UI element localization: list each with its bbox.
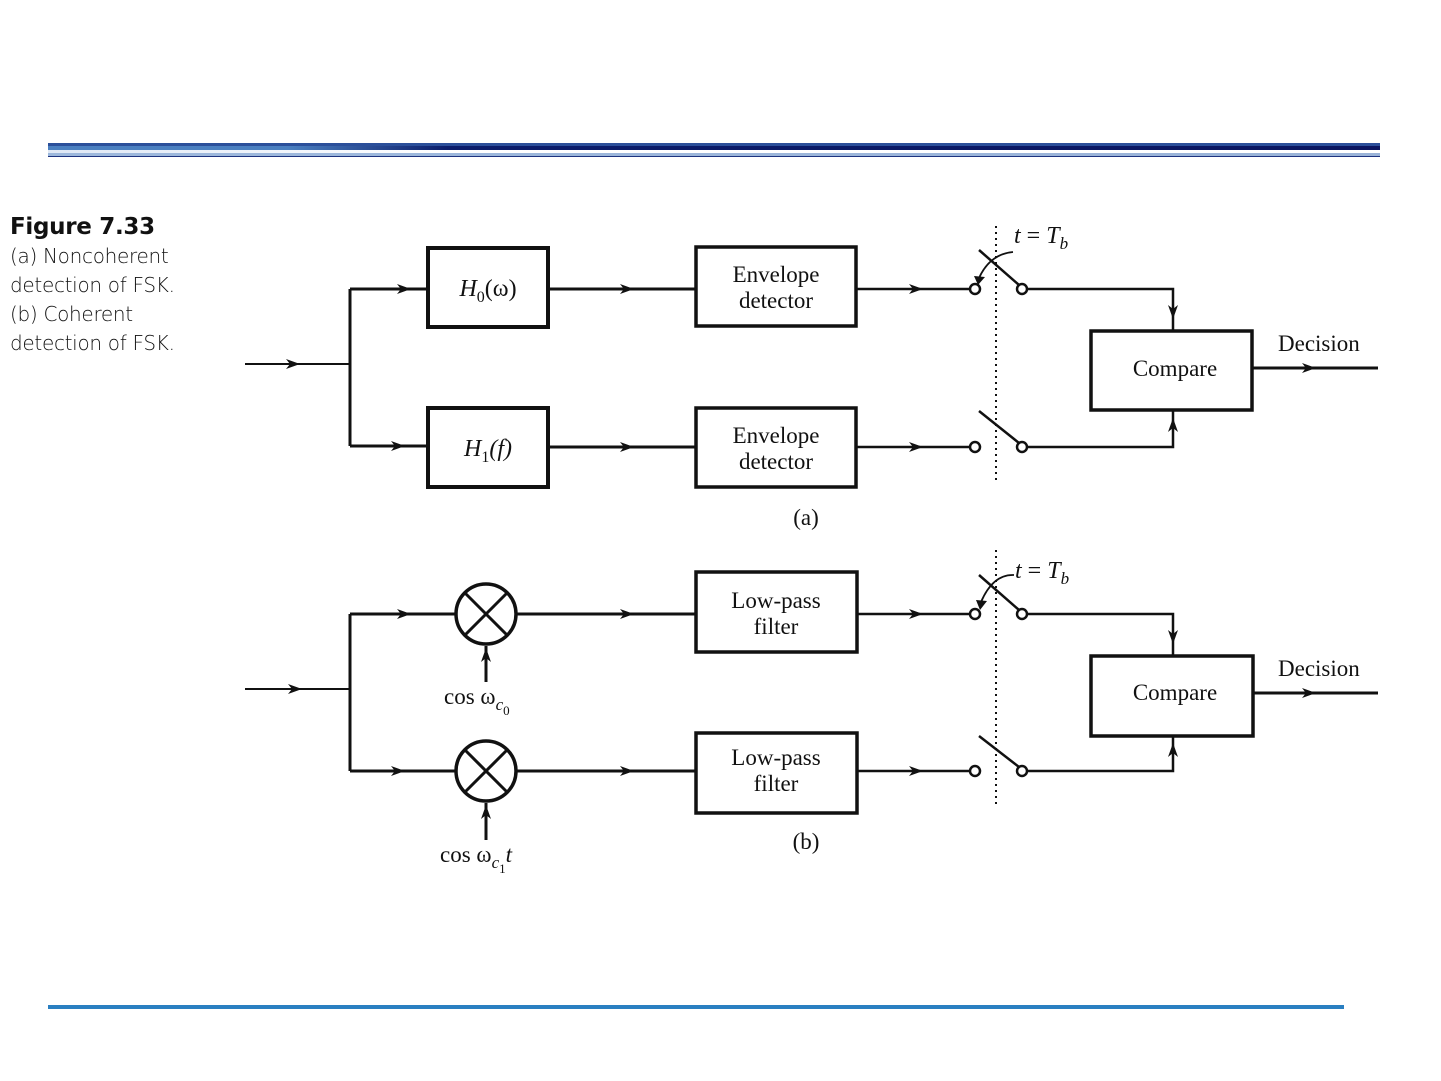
arrow-head [909,609,923,619]
lowpass-filter-bottom [694,731,859,815]
figure-caption: Figure 7.33 (a) Noncoherent detection of… [10,213,175,358]
figure-title: Figure 7.33 [10,214,155,240]
arrow-head [1168,418,1178,432]
arrow-head [620,766,634,776]
sampling-switch-bottom-b [968,735,1029,778]
arrow-head [909,442,923,452]
caption-line: detection of FSK. [10,273,175,297]
sampling-time-label-b: t = Tb [1015,558,1069,588]
caption-line: detection of FSK. [10,331,175,355]
compare-label-a: Compare [1133,356,1217,381]
filter-h0-block [426,246,550,329]
arrow-head [1168,630,1178,644]
arrow-head [397,284,411,294]
arrow-head [909,284,923,294]
wire [1027,612,1175,655]
footer-rule [48,1005,1344,1009]
multiplier-top [454,582,518,646]
decision-label-b: Decision [1278,656,1360,681]
arrow-head [286,359,300,369]
arrow-head [620,284,634,294]
compare-block-b [1089,654,1255,738]
arrow-head [1302,363,1316,373]
arrow-head [397,609,411,619]
compare-block-a [1089,329,1254,412]
lowpass-filter-bottom-line1: Low-pass [731,745,820,770]
lowpass-filter-top-line1: Low-pass [731,588,820,613]
caption-line: (b) Coherent [10,302,133,326]
sampling-switch-top-b [968,574,1029,621]
lowpass-filter-top-line2: filter [754,614,799,639]
envelope-detector-bottom-line1: Envelope [733,423,820,448]
envelope-detector-top-line2: detector [739,288,813,313]
multiplier-bottom [454,739,518,803]
wire [1027,287,1175,330]
oscillator-top-label: cos ωc0 [444,684,510,718]
arrow-head [1168,305,1178,319]
wire [1027,735,1175,773]
arrow-head [481,648,491,662]
filter-h1-block [426,406,550,489]
subfigure-label-a: (a) [793,505,819,530]
arrow-head [620,442,634,452]
compare-label-b: Compare [1133,680,1217,705]
arrow-head [1168,743,1178,757]
envelope-detector-bottom-line2: detector [739,449,813,474]
arrow-head [1302,688,1316,698]
arrow-head [481,805,491,819]
arrow-head [620,609,634,619]
caption-line: (a) Noncoherent [10,244,169,268]
sampling-time-label-a: t = Tb [1014,223,1068,253]
wire [1027,410,1175,449]
envelope-detector-top-line1: Envelope [733,262,820,287]
header-rule [48,143,1380,157]
decision-label-a: Decision [1278,331,1360,356]
envelope-detector-top [694,245,858,328]
sampling-switch-bottom [968,410,1029,454]
sampling-switch-top [968,249,1029,296]
subfigure-label-b: (b) [793,829,820,854]
arrow-head [288,684,302,694]
filter-h0-label: H0(ω) [458,276,516,306]
arrow-head [391,441,405,451]
arrow-head [391,766,405,776]
diagram-b: cos ωc0 cos ωc1t Low-pass filter Low-pas… [245,550,1378,876]
lowpass-filter-top [694,570,859,654]
filter-h1-label: H1(f) [463,436,512,466]
diagram-a: H0(ω) H1(f) Envelope detector Envelope d… [245,223,1378,530]
lowpass-filter-bottom-line2: filter [754,771,799,796]
oscillator-bottom-label: cos ωc1t [440,842,513,876]
envelope-detector-bottom [694,406,858,489]
arrow-head [909,766,923,776]
